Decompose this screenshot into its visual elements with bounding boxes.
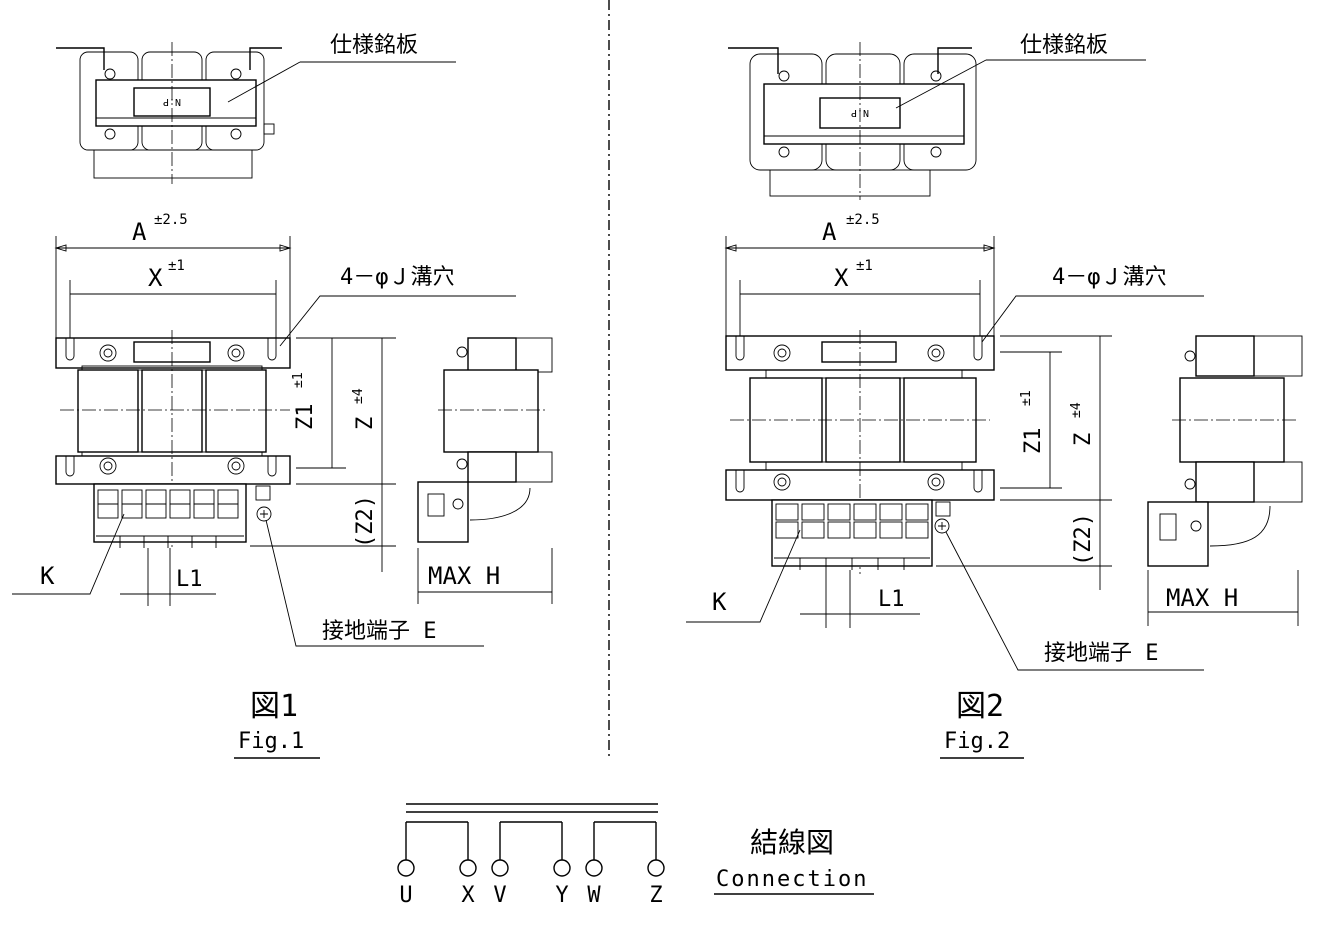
fig1-dimensions: A ±2.5 X ±1 4－φＪ溝穴 Z1 ±1 Z ±4 (Z2) K L1 …: [12, 212, 553, 647]
fig1-dim-A: A: [132, 218, 147, 246]
fig1-front-view: [55, 330, 291, 548]
fig2-dim-Z: Z: [1071, 433, 1096, 446]
fig2-label-K: K: [712, 588, 727, 616]
fig1-nameplate-label: 仕様銘板: [330, 33, 418, 58]
fig1-caption-jp: 図1: [250, 689, 298, 724]
fig1-np-mark: N.P: [163, 96, 181, 107]
figure-1: N.P 仕様銘板: [12, 33, 553, 759]
fig1-tol-A: ±2.5: [154, 212, 188, 228]
fig2-dim-Z2: (Z2): [1071, 513, 1096, 566]
terminal-V-node: [491, 859, 509, 877]
fig2-nameplate-label: 仕様銘板: [1020, 33, 1108, 58]
fig1-ground-label: 接地端子 E: [322, 619, 437, 644]
fig2-tol-Z1: ±1: [1019, 390, 1034, 406]
fig1-tol-X: ±1: [168, 258, 185, 274]
terminal-W-node: [585, 859, 603, 877]
terminal-V-label: V: [493, 883, 506, 908]
fig2-top-view: N.P 仕様銘板: [728, 33, 1146, 200]
terminal-Y-node: [553, 859, 571, 877]
fig2-side-view: [1147, 335, 1303, 567]
fig2-tol-Z: ±4: [1069, 402, 1084, 418]
terminal-Z-label: Z: [649, 883, 662, 908]
terminal-X-node: [459, 859, 477, 877]
fig2-tol-X: ±1: [856, 258, 873, 274]
terminal-U-node: [397, 859, 415, 877]
terminal-W-label: W: [587, 883, 601, 908]
fig2-caption-en: Fig.2: [944, 729, 1010, 754]
fig1-dim-Z1: Z1: [293, 404, 318, 431]
fig1-dim-maxH: MAX H: [428, 562, 500, 590]
fig2-caption-jp: 図2: [956, 689, 1004, 724]
terminal-U-label: U: [399, 883, 412, 908]
fig1-top-view: N.P 仕様銘板: [56, 33, 456, 184]
fig2-dim-A: A: [822, 218, 837, 246]
fig1-dim-Z2: (Z2): [353, 495, 378, 548]
fig2-dim-L1: L1: [878, 587, 905, 612]
fig2-dim-maxH: MAX H: [1166, 584, 1238, 612]
fig1-dim-Z: Z: [353, 417, 378, 430]
fig2-front-view: [725, 330, 995, 574]
terminal-X-label: X: [461, 883, 475, 908]
fig1-dim-X: X: [148, 264, 163, 292]
fig2-tol-A: ±2.5: [846, 212, 880, 228]
connection-title-jp: 結線図: [750, 826, 834, 859]
fig1-dim-L1: L1: [176, 567, 203, 592]
figure-2: N.P 仕様銘板: [686, 33, 1303, 759]
connection-title-en: Connection: [716, 867, 868, 892]
fig1-side-view: [417, 337, 553, 543]
fig1-label-K: K: [40, 562, 55, 590]
fig1-tol-Z1: ±1: [291, 372, 306, 388]
fig2-dim-X: X: [834, 264, 849, 292]
fig1-caption-en: Fig.1: [238, 729, 304, 754]
fig2-dim-Z1: Z1: [1021, 428, 1046, 455]
terminal-Y-label: Y: [555, 883, 568, 908]
connection-diagram: U X V Y W Z 結線図 Connection: [397, 803, 874, 908]
fig2-hole-label: 4－φＪ溝穴: [1052, 265, 1167, 290]
fig1-hole-label: 4－φＪ溝穴: [340, 265, 455, 290]
fig1-tol-Z: ±4: [351, 388, 366, 404]
fig2-ground-label: 接地端子 E: [1044, 641, 1159, 666]
fig2-dimensions: A ±2.5 X ±1 4－φＪ溝穴 Z1 ±1 Z ±4 (Z2) K L1 …: [686, 212, 1299, 671]
terminal-Z-node: [647, 859, 665, 877]
